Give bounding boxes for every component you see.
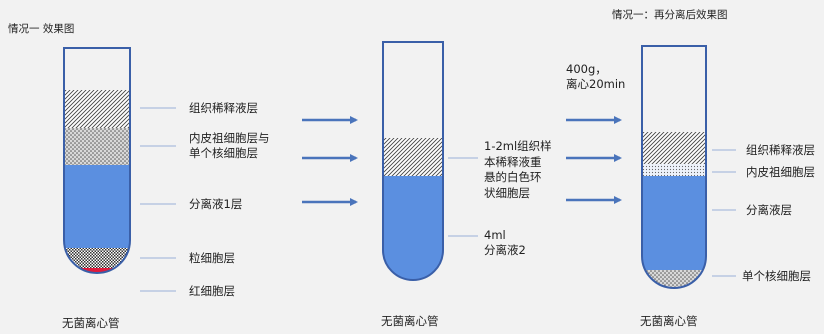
tube1-label-red-cells: 红细胞层 [189, 284, 235, 298]
tube2-annotation-band: 1-2ml组织样 本稀释液重 悬的白色环 状细胞层 [484, 139, 552, 200]
tube2-layer-separation [383, 176, 443, 280]
tube3-label-dilution: 组织稀释液层 [746, 143, 815, 157]
tube3-layer-separation [642, 176, 706, 270]
tube1-label-granulocyte: 粒细胞层 [189, 251, 235, 265]
tube3-outline [641, 45, 707, 289]
tube2-annotation-fluid: 4ml 分离液2 [484, 228, 526, 257]
tube1-layer-red-cells [64, 268, 130, 273]
tube3-label-mnc: 单个核细胞层 [742, 269, 811, 283]
tube1-leader-lines [140, 107, 176, 292]
centrifuge-step-text: 400g， 离心20min [566, 62, 626, 91]
tube1-caption: 无菌离心管 [62, 316, 120, 330]
tube1-layer-separation [64, 165, 130, 248]
arrows-left [302, 116, 358, 206]
title-right: 情况一：再分离后效果图 [612, 9, 728, 21]
tube1-label-separation: 分离液1层 [189, 197, 243, 211]
tube1-label-epc-mnc: 内皮祖细胞层与 单个核细胞层 [189, 131, 270, 160]
title-left: 情况一 效果图 [8, 23, 75, 35]
tube3-leader-lines [712, 149, 736, 277]
tube2-leader-lines [448, 157, 478, 237]
tube3-label-separation: 分离液层 [746, 203, 792, 217]
tube-2 [382, 41, 444, 281]
tube-1 [63, 47, 131, 274]
tube1-layer-granulocyte [64, 248, 130, 268]
tube3-layer-epc [642, 164, 706, 176]
tube3-layer-dilution [642, 132, 706, 164]
tube3-label-epc: 内皮祖细胞层 [746, 165, 815, 179]
tube2-caption: 无菌离心管 [381, 314, 439, 328]
tube1-label-dilution: 组织稀释液层 [189, 101, 258, 115]
tube2-layer-cell-band [383, 138, 443, 176]
tube-3 [641, 45, 707, 289]
arrows-right [566, 116, 622, 204]
tube1-layer-dilution [64, 90, 130, 128]
tube3-caption: 无菌离心管 [640, 314, 698, 328]
tube1-layer-epc-mnc [64, 128, 130, 165]
tube1-outline [63, 47, 131, 274]
tube3-layer-mnc [642, 270, 706, 288]
tube2-outline [382, 41, 444, 281]
